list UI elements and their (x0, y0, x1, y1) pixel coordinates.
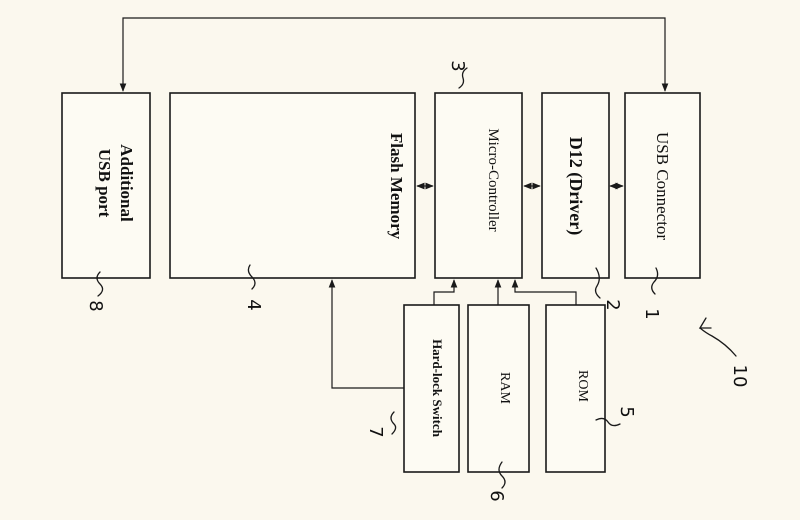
rom-label: ROM (575, 370, 590, 402)
ref-num-6: 6 (486, 490, 507, 501)
ref-num-7: 7 (365, 426, 386, 437)
flash-memory-label: Flash Memory (387, 133, 406, 240)
d12-driver-label: D12 (Driver) (565, 137, 586, 235)
hard-lock-switch-block (403, 304, 460, 473)
switch-to-flash-arrow (328, 279, 404, 389)
leader-8 (96, 271, 104, 297)
leader-5 (595, 417, 621, 427)
leader-7 (390, 411, 397, 435)
hard-lock-switch-label: Hard-lock Switch (430, 339, 445, 438)
leader-4 (247, 264, 256, 290)
flash-memory-block (169, 92, 416, 279)
micro-controller-label: Micro-Controller (485, 128, 501, 231)
ram-label: RAM (497, 372, 512, 404)
additional-usb-port-block (61, 92, 151, 279)
leader-1 (651, 267, 659, 295)
usb-connector-block (624, 92, 701, 279)
ref-num-4: 4 (243, 299, 264, 310)
ref-num-8: 8 (85, 300, 106, 311)
usb-connector-label: USB Connector (653, 132, 672, 240)
ref-num-3: 3 (447, 60, 468, 71)
additional-usb-port-label-line2: USB port (95, 149, 114, 218)
leader-6 (498, 461, 506, 489)
leader-10-arrowhead (698, 317, 712, 329)
rom-to-micro-arrow (511, 279, 577, 305)
ref-num-5: 5 (616, 406, 637, 417)
leader-2 (594, 267, 601, 299)
additional-usb-port-label-line1: Additional (117, 144, 136, 222)
ref-num-10: 10 (729, 365, 750, 388)
switch-to-micro-arrow (433, 279, 458, 305)
usb-loop-connection (119, 17, 669, 92)
ref-num-1: 1 (641, 308, 662, 319)
leader-10 (699, 327, 737, 357)
d12-driver-block (541, 92, 610, 279)
micro-controller-block (434, 92, 523, 279)
ref-num-2: 2 (602, 299, 623, 310)
rom-block (545, 304, 606, 473)
leader-3 (458, 67, 468, 89)
ram-block (467, 304, 530, 473)
